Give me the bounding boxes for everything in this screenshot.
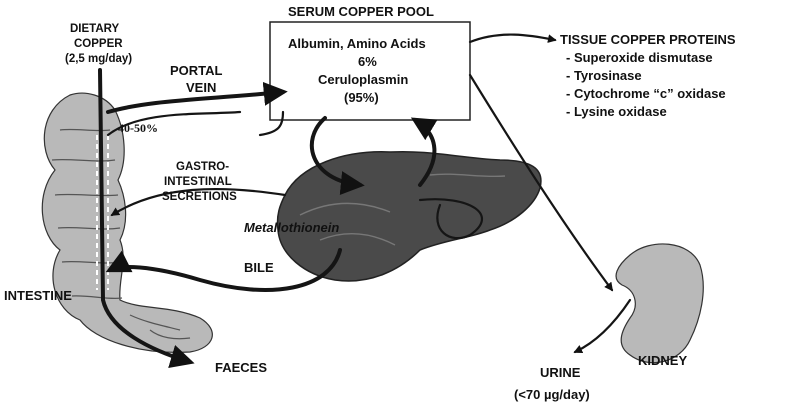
bile-label: BILE [244, 260, 274, 275]
gastro-label-1: GASTRO- [176, 161, 229, 173]
gastro-label-3: SECRETIONS [162, 191, 237, 203]
serum-line-2: 6% [358, 54, 377, 69]
urine-label-1: URINE [540, 365, 581, 380]
serum-title: SERUM COPPER POOL [288, 4, 434, 19]
portal-label-1: PORTAL [170, 63, 223, 78]
tissue-title: TISSUE COPPER PROTEINS [560, 32, 736, 47]
kidney-illustration [616, 244, 703, 363]
tissue-item-2: - Tyrosinase [566, 68, 642, 83]
serum-line-3: Ceruloplasmin [318, 72, 408, 87]
portal-label-2: VEIN [186, 80, 216, 95]
tissue-item-4: - Lysine oxidase [566, 104, 667, 119]
tissue-item-1: - Superoxide dismutase [566, 50, 713, 65]
dietary-label-1: DIETARY [70, 23, 120, 35]
tissue-item-3: - Cytochrome “c” oxidase [566, 86, 726, 101]
portal-percent: 40-50% [118, 121, 158, 135]
urine-label-2: (<70 µg/day) [514, 387, 590, 402]
portal-vein-arrow [108, 92, 283, 112]
serum-line-4: (95%) [344, 90, 379, 105]
dietary-label-2: COPPER [74, 38, 123, 50]
metallothionein-label: Metallothionein [244, 220, 339, 235]
liver-illustration [277, 152, 540, 281]
serum-line-1: Albumin, Amino Acids [288, 36, 426, 51]
gastro-label-2: INTESTINAL [164, 176, 232, 188]
intestine-label: INTESTINE [4, 288, 72, 303]
dietary-dose: (2,5 mg/day) [65, 53, 132, 65]
tissue-arrow [470, 35, 555, 42]
faeces-label: FAECES [215, 360, 267, 375]
kidney-label: KIDNEY [638, 353, 687, 368]
